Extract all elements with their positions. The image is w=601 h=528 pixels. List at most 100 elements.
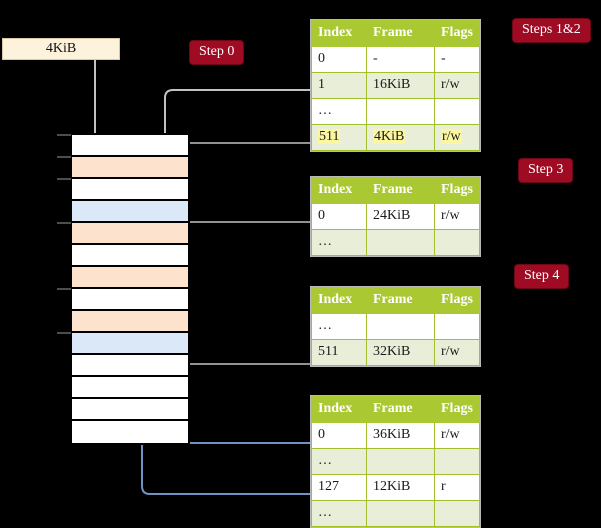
cell-frame: 32KiB (366, 339, 435, 366)
memory-frame-8 (72, 311, 188, 333)
memory-tick-4 (57, 288, 71, 290)
column-header-flags: Flags (434, 396, 480, 423)
physical-memory-column (70, 133, 190, 445)
memory-frame-0 (72, 135, 188, 157)
cell-frame: 36KiB (366, 422, 435, 449)
cell-flags (434, 500, 480, 527)
column-header-flags: Flags (434, 287, 480, 314)
memory-frame-7 (72, 289, 188, 311)
cell-index: … (311, 229, 367, 256)
cell-flags: - (434, 46, 480, 73)
cell-frame (366, 229, 435, 256)
memory-frame-2 (72, 179, 188, 201)
column-header-frame: Frame (366, 177, 435, 204)
cell-frame: 12KiB (366, 474, 435, 501)
table-row: 511 4KiB r/w (311, 124, 480, 151)
column-header-index: Index (311, 177, 367, 204)
table-row: 0-- (311, 46, 480, 73)
cell-frame (366, 98, 435, 125)
badge-steps-1-2: Steps 1&2 (513, 19, 590, 42)
cell-frame: - (366, 46, 435, 73)
highlighted-value: r/w (441, 129, 462, 144)
virtual-address-box: 4KiB (2, 38, 120, 60)
column-header-index: Index (311, 287, 367, 314)
table-row: … (311, 448, 480, 475)
column-header-flags: Flags (434, 177, 480, 204)
cell-index: 511 (311, 124, 367, 151)
virtual-address-label: 4KiB (45, 41, 77, 56)
cell-index: 127 (311, 474, 367, 501)
cell-index: … (311, 313, 367, 340)
cell-flags: r/w (434, 339, 480, 366)
memory-frame-6 (72, 267, 188, 289)
memory-frame-12 (72, 399, 188, 421)
wire-step4 (171, 320, 311, 365)
cell-frame (366, 448, 435, 475)
cell-frame: 24KiB (366, 203, 435, 230)
table-row: … (311, 313, 480, 340)
memory-frame-4 (72, 223, 188, 245)
cell-frame: 16KiB (366, 72, 435, 99)
column-header-flags: Flags (434, 20, 480, 47)
memory-frame-13 (72, 421, 188, 443)
highlighted-value: 511 (318, 129, 341, 144)
table-row: … (311, 229, 480, 256)
cell-flags (434, 448, 480, 475)
cell-flags (434, 229, 480, 256)
cell-flags: r/w (434, 124, 480, 151)
badge-step-0: Step 0 (190, 41, 244, 64)
badge-step-3: Step 3 (519, 159, 573, 182)
memory-tick-5 (57, 332, 71, 334)
badge-step-4: Step 4 (515, 265, 569, 288)
cell-index: 511 (311, 339, 367, 366)
memory-frame-10 (72, 355, 188, 377)
column-header-index: Index (311, 396, 367, 423)
cell-frame (366, 500, 435, 527)
cell-frame: 4KiB (366, 124, 435, 151)
memory-frame-3 (72, 201, 188, 223)
memory-tick-3 (57, 222, 71, 224)
memory-frame-1 (72, 157, 188, 179)
memory-tick-0 (57, 134, 71, 136)
cell-index: 0 (311, 422, 367, 449)
cell-index: … (311, 448, 367, 475)
cell-frame (366, 313, 435, 340)
memory-frame-9 (72, 333, 188, 355)
table-row: … (311, 500, 480, 527)
column-header-frame: Frame (366, 287, 435, 314)
cell-flags: r/w (434, 72, 480, 99)
cell-flags (434, 98, 480, 125)
cell-index: … (311, 500, 367, 527)
cell-flags: r (434, 474, 480, 501)
cell-index: … (311, 98, 367, 125)
cell-index: 0 (311, 203, 367, 230)
memory-tick-1 (57, 156, 71, 158)
cell-index: 0 (311, 46, 367, 73)
wire-step3 (177, 221, 311, 262)
table-row: … (311, 98, 480, 125)
cell-flags (434, 313, 480, 340)
column-header-frame: Frame (366, 20, 435, 47)
memory-tick-2 (57, 178, 71, 180)
cell-flags: r/w (434, 422, 480, 449)
memory-frame-11 (72, 377, 188, 399)
column-header-index: Index (311, 20, 367, 47)
cell-index: 1 (311, 72, 367, 99)
highlighted-value: 4KiB (373, 129, 406, 144)
memory-frame-5 (72, 245, 188, 267)
column-header-frame: Frame (366, 396, 435, 423)
